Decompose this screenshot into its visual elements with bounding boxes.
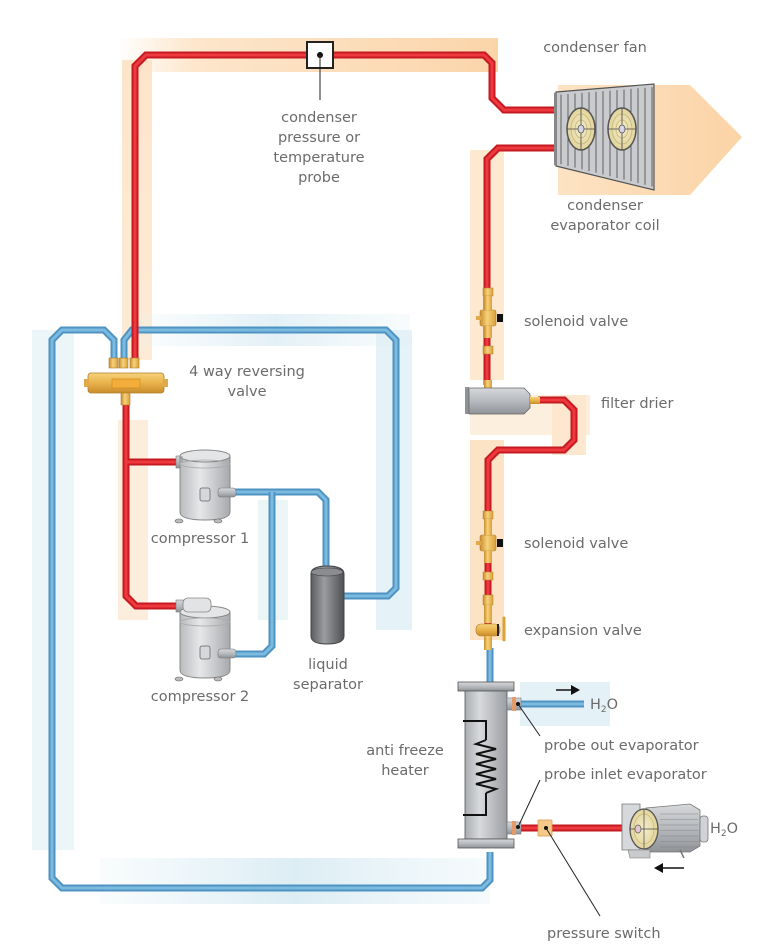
separator-tank <box>310 565 345 645</box>
hot-pipes <box>122 51 636 832</box>
solenoid-valve-2[interactable] <box>476 510 503 581</box>
condenser-probe[interactable] <box>306 41 334 100</box>
heater-resistor-icon <box>463 720 500 816</box>
label-compressor-2: compressor 2 <box>151 689 250 705</box>
label-probe-inlet-evaporator: probe inlet evaporator <box>544 767 707 783</box>
liquid-separator[interactable] <box>310 565 345 645</box>
label-condenser-coil-line-2: evaporator coil <box>550 218 659 234</box>
cold-pipes <box>48 326 584 892</box>
solenoid-coil-icon <box>497 539 503 547</box>
label-condenser-coil-line-1: condenser <box>567 198 643 214</box>
fan-2-icon <box>607 107 637 151</box>
label-condenser-probe-line-1: condenser <box>281 110 357 126</box>
fan-1-icon <box>566 107 596 151</box>
expansion-valve[interactable] <box>475 594 506 650</box>
label-expansion-valve: expansion valve <box>524 623 642 639</box>
probe-out-leader-line <box>517 703 541 737</box>
evaporator-top-flange <box>457 681 515 692</box>
label-solenoid-valve-2: solenoid valve <box>524 536 628 552</box>
condenser-coil[interactable] <box>554 83 655 191</box>
solenoid-valve-1[interactable] <box>476 287 503 355</box>
probe-out-sensor <box>512 697 516 711</box>
evaporator-shell <box>464 690 508 840</box>
label-probe-out-evaporator: probe out evaporator <box>544 738 699 754</box>
label-water-in: H2O <box>710 821 738 839</box>
label-compressor-1: compressor 1 <box>151 531 250 547</box>
label-condenser-probe-line-4: probe <box>298 170 340 186</box>
cold-glow-bottom <box>100 858 490 904</box>
label-solenoid-valve-1: solenoid valve <box>524 314 628 330</box>
label-condenser-probe-line-3: temperature <box>273 150 364 166</box>
labels: condenser fan condenser pressure or temp… <box>151 40 738 942</box>
label-condenser-probe-line-2: pressure or <box>278 130 360 146</box>
water-pump[interactable] <box>621 803 709 859</box>
valve-solenoid <box>111 378 141 389</box>
label-water-out: H2O <box>590 697 618 715</box>
label-reversing-valve-line-1: 4 way reversing <box>189 364 305 380</box>
label-pressure-switch: pressure switch <box>547 926 661 942</box>
pressure-switch-leader-line <box>545 827 601 917</box>
solenoid-coil-icon <box>497 314 503 322</box>
water-in-arrow-icon <box>654 863 684 873</box>
label-reversing-valve-line-2: valve <box>228 384 267 400</box>
probe-inlet-sensor <box>512 821 516 835</box>
label-anti-freeze-heater-line-1: anti freeze <box>366 743 444 759</box>
drier-body <box>468 387 531 415</box>
compressor-1[interactable] <box>174 449 237 524</box>
filter-drier[interactable] <box>465 380 540 415</box>
compressor-2-body <box>179 611 231 679</box>
evaporator-heat-exchanger[interactable] <box>457 681 522 849</box>
four-way-reversing-valve[interactable] <box>84 357 168 406</box>
label-liquid-separator-line-1: liquid <box>308 657 348 673</box>
label-liquid-separator-line-2: separator <box>293 677 363 693</box>
probe-inlet-leader-line <box>517 779 541 828</box>
water-out-arrow-icon <box>556 685 580 695</box>
compressor-2[interactable] <box>174 597 237 682</box>
label-filter-drier: filter drier <box>601 396 673 412</box>
evaporator-bottom-flange <box>457 838 515 849</box>
label-condenser-fan: condenser fan <box>543 40 647 56</box>
label-anti-freeze-heater-line-2: heater <box>381 763 429 779</box>
